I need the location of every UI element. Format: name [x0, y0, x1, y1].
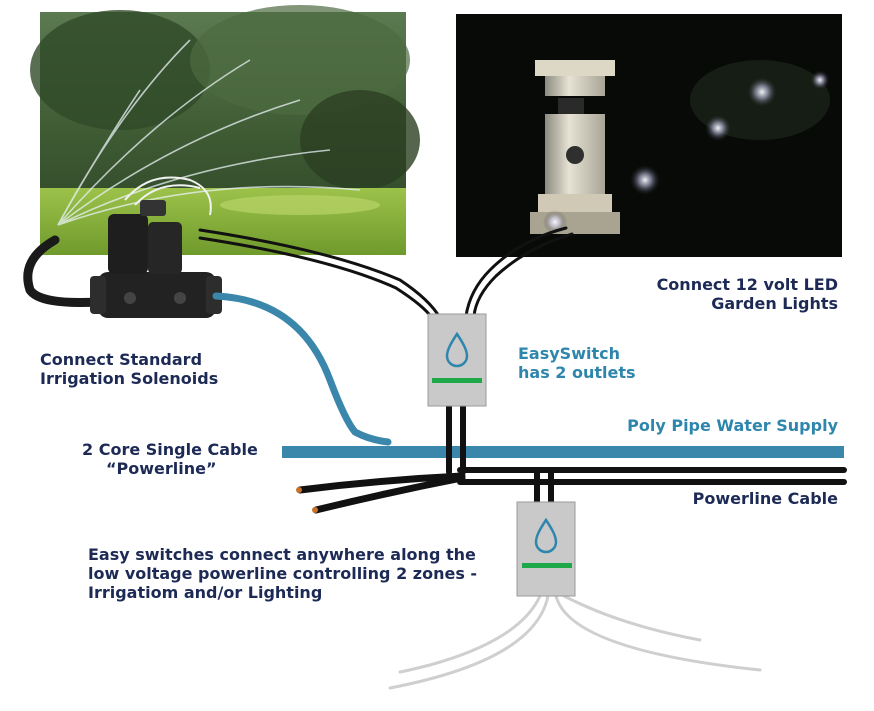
easyswitch-lower	[516, 501, 576, 597]
garden-lights-photo	[456, 14, 842, 257]
water-drop-icon	[445, 331, 469, 368]
easyswitch-label: EasySwitch has 2 outlets	[518, 344, 636, 382]
led-lights-label: Connect 12 volt LED Garden Lights	[656, 275, 838, 313]
solenoids-label: Connect Standard Irrigation Solenoids	[40, 350, 219, 388]
water-drop-icon	[534, 517, 558, 554]
single-cable-label: 2 Core Single Cable “Powerline”	[82, 440, 258, 478]
poly-pipe-label: Poly Pipe Water Supply	[627, 416, 838, 435]
powerline-cable-label: Powerline Cable	[692, 489, 838, 508]
easyswitch-upper	[427, 313, 487, 407]
cables	[198, 226, 847, 514]
irrigation-solenoid	[23, 200, 222, 318]
outlet-wires	[388, 594, 762, 690]
house-number-plate	[558, 98, 584, 114]
poly-pipe	[212, 292, 844, 458]
cable-end	[312, 507, 318, 513]
note-label: Easy switches connect anywhere along the…	[88, 545, 478, 602]
sprinkler-photo	[30, 5, 420, 255]
cable-end	[296, 487, 302, 493]
